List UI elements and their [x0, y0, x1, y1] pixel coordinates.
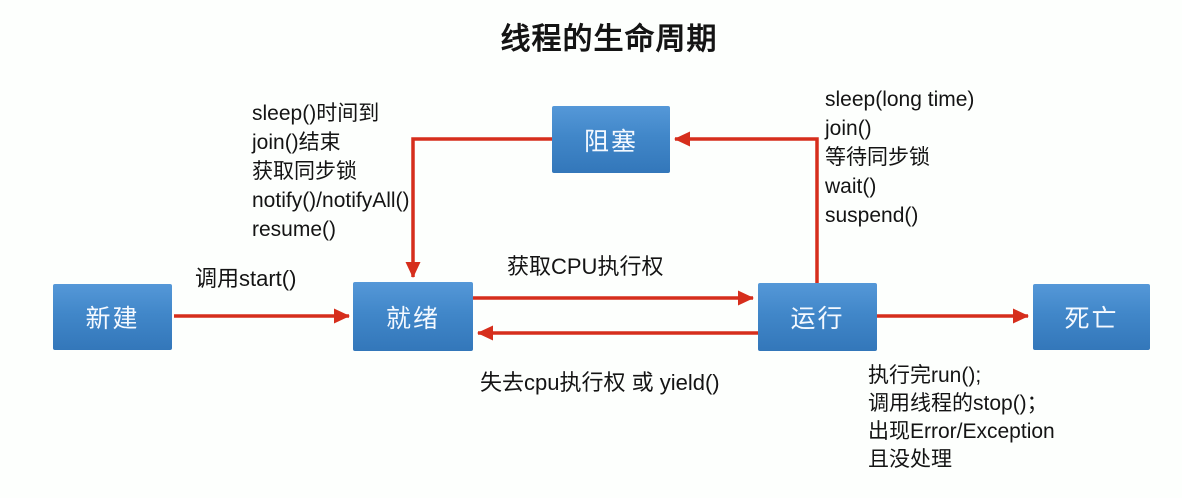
blocked-to-ready-line: sleep()时间到	[252, 102, 380, 125]
label-block-running-to-blocked: sleep(long time) join() 等待同步锁 wait() sus…	[825, 85, 974, 230]
label-acquire-cpu: 获取CPU执行权	[507, 254, 664, 279]
label-lose-cpu-or-yield: 失去cpu执行权 或 yield()	[480, 370, 720, 395]
node-dead: 死亡	[1033, 284, 1150, 350]
running-to-dead-line: 出现Error/Exception	[868, 420, 1055, 443]
running-to-blocked-line: wait()	[825, 175, 877, 198]
diagram-title: 线程的生命周期	[500, 23, 718, 56]
node-ready-label: 就绪	[385, 304, 440, 333]
node-blocked-label: 阻塞	[583, 127, 638, 156]
node-running-label: 运行	[790, 305, 845, 333]
label-block-running-to-dead: 执行完run(); 调用线程的stop()； 出现Error/Exception…	[868, 362, 1055, 474]
running-to-dead-line: 调用线程的stop()；	[868, 392, 1048, 415]
running-to-dead-line: 且没处理	[868, 448, 952, 471]
blocked-to-ready-line: join()结束	[252, 131, 341, 154]
node-ready: 就绪	[353, 282, 473, 351]
running-to-blocked-line: sleep(long time)	[825, 88, 975, 111]
node-blocked: 阻塞	[552, 106, 670, 173]
blocked-to-ready-line: notify()/notifyAll()	[252, 189, 410, 212]
running-to-dead-line: 执行完run();	[868, 364, 982, 387]
node-running: 运行	[758, 283, 877, 351]
running-to-blocked-line: join()	[825, 117, 872, 140]
node-dead-label: 死亡	[1064, 305, 1119, 333]
node-new-label: 新建	[85, 305, 140, 333]
running-to-blocked-line: 等待同步锁	[825, 146, 930, 169]
running-to-blocked-line: suspend()	[825, 204, 919, 227]
edge-running-to-blocked-arrow	[674, 131, 819, 283]
label-call-start: 调用start()	[195, 266, 297, 291]
node-new: 新建	[53, 284, 172, 350]
label-block-blocked-to-ready: sleep()时间到 join()结束 获取同步锁 notify()/notif…	[252, 99, 410, 244]
blocked-to-ready-line: 获取同步锁	[252, 160, 357, 183]
blocked-to-ready-line: resume()	[252, 218, 337, 241]
edge-blocked-to-ready-arrow	[405, 137, 552, 278]
